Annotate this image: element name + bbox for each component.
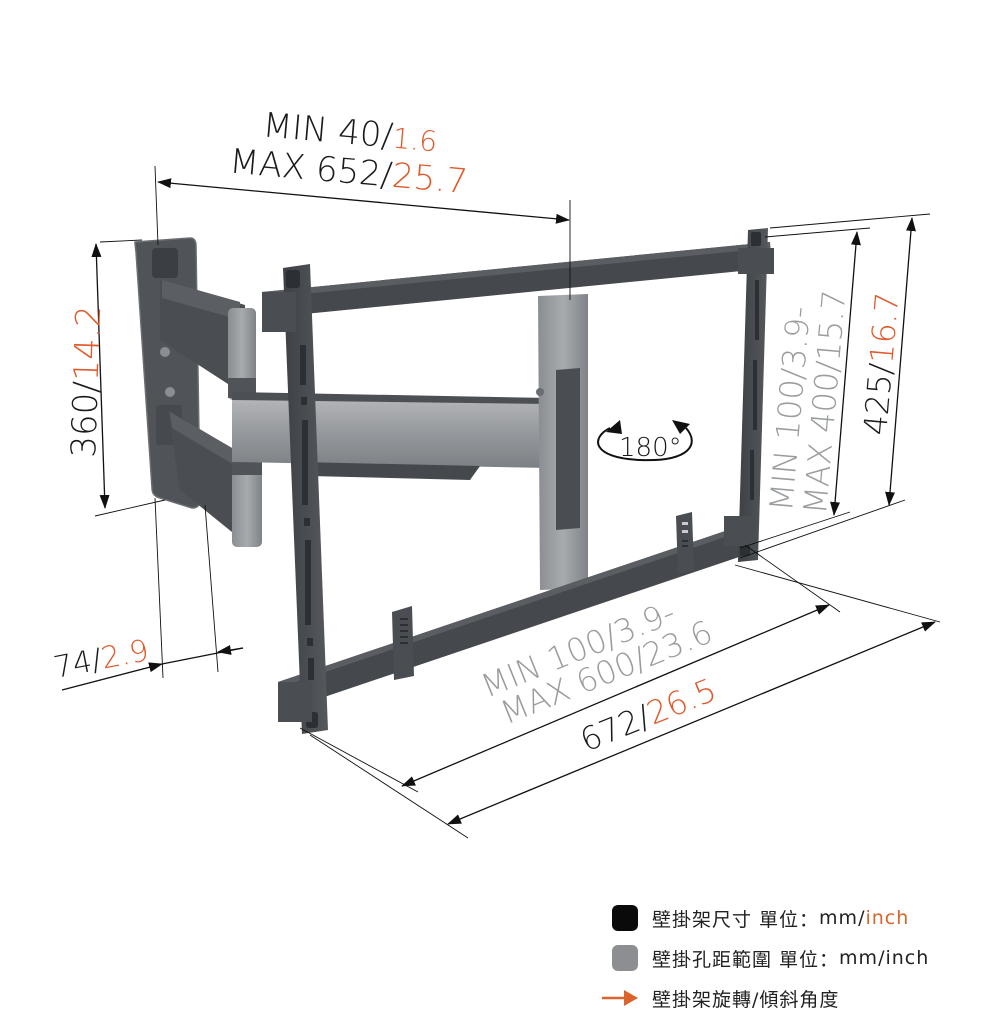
- plate-height-inch: 14.2: [67, 305, 110, 382]
- lock-clip-left: [392, 606, 414, 680]
- main-arm: [232, 392, 550, 480]
- center-carriage: [536, 294, 588, 590]
- frame-width-dimension-line: [447, 621, 936, 825]
- arm-extension-label: MIN 40/1.6 MAX 652/25.7: [228, 105, 469, 202]
- frame-height-label: 425/16.7: [856, 291, 906, 437]
- arm-min-inch: 1.6: [391, 122, 438, 159]
- left-vertical-bar: [262, 264, 328, 734]
- black-square-icon: [612, 905, 638, 931]
- plate-height-mm: 360/: [64, 381, 107, 459]
- vesa-vertical-label: MIN 100/3.9- MAX 400/15.7: [762, 289, 853, 516]
- arm-max-inch: 25.7: [390, 156, 469, 202]
- wall-plate-height-dimension-line: [91, 243, 110, 509]
- frame-height-inch: 16.7: [862, 291, 906, 365]
- depth-mm: 74/: [51, 642, 105, 686]
- frame-height-dimension-line: [885, 217, 916, 506]
- frame-height-mm: 425/: [856, 362, 900, 437]
- rotation-180-icon: 180°: [597, 420, 693, 463]
- upper-arm: [160, 280, 256, 400]
- depth-inch: 2.9: [98, 633, 152, 676]
- legend-item-rotation: 壁掛架旋轉/傾斜角度: [602, 978, 992, 1018]
- legend-unit-mm: mm/: [819, 907, 866, 929]
- gray-square-icon: [612, 945, 638, 971]
- vesa-vertical-dimension-line: [830, 231, 861, 516]
- legend-item-mount-size: 壁掛架尺寸 單位： mm/inch: [612, 898, 992, 938]
- lower-arm: [168, 410, 262, 547]
- legend-unit-inch: inch: [885, 947, 930, 969]
- frame-width-mm: 672/: [575, 697, 656, 759]
- legend-item-vesa-range: 壁掛孔距範圍 單位： mm/inch: [612, 938, 992, 978]
- legend-unit-inch: inch: [865, 907, 910, 929]
- orange-arrow-icon: [602, 990, 638, 1006]
- svg-text:425/16.7: 425/16.7: [856, 291, 906, 437]
- legend: 壁掛架尺寸 單位： mm/inch 壁掛孔距範圍 單位： mm/inch 壁掛架…: [602, 898, 992, 1018]
- arm-extension-dimension-line: [157, 178, 570, 224]
- legend-label: 壁掛孔距範圍 單位：: [652, 948, 840, 971]
- wall-plate-height-label: 360/14.2: [64, 305, 109, 458]
- svg-text:74/2.9: 74/2.9: [51, 633, 152, 686]
- top-rail: [262, 242, 772, 318]
- depth-label: 74/2.9: [51, 633, 152, 686]
- lock-clip-right: [676, 512, 694, 574]
- legend-unit-mm: mm/: [839, 947, 886, 969]
- rotation-label: 180°: [619, 433, 682, 463]
- svg-text:360/14.2: 360/14.2: [64, 305, 109, 458]
- dimension-lines: [61, 165, 941, 839]
- right-vertical-bar: [724, 228, 774, 562]
- legend-label: 壁掛架尺寸 單位：: [652, 908, 820, 931]
- legend-label: 壁掛架旋轉/傾斜角度: [652, 988, 840, 1011]
